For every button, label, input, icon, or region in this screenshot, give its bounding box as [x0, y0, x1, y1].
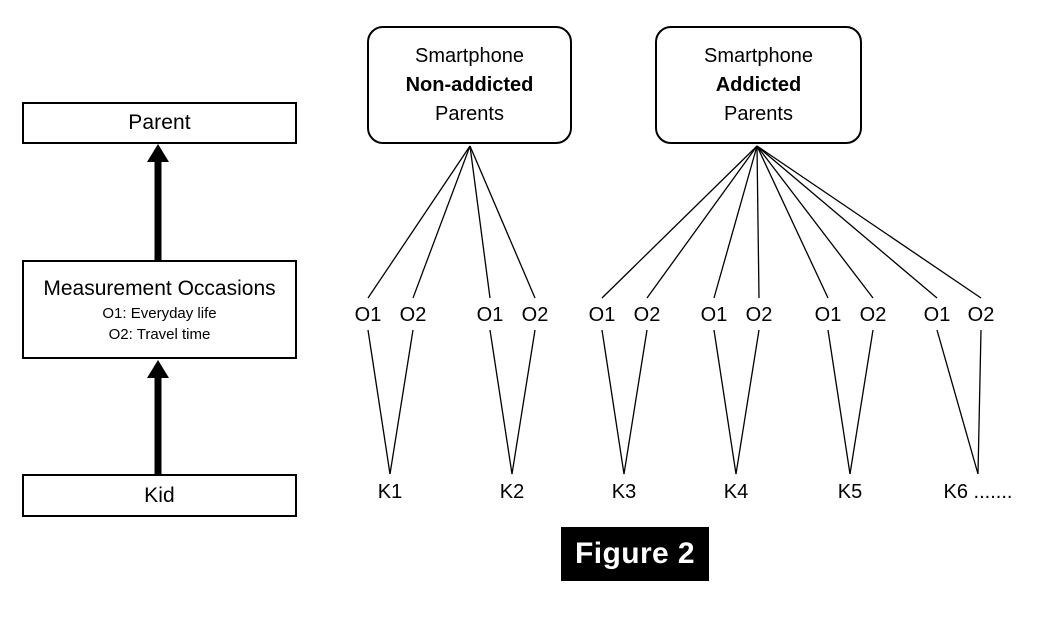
group-box-addicted-parents: Smartphone Addicted Parents: [655, 26, 862, 144]
occasion-label-k5-o2: O2: [859, 304, 887, 326]
link-o1-to-k3: [601, 329, 625, 475]
link-addicted-to-o1-k3: [601, 145, 758, 299]
link-non-addicted-to-o1-k2: [469, 145, 491, 299]
occasion-label-k3-o2: O2: [633, 304, 661, 326]
kid-label-k3: K3: [611, 481, 637, 503]
link-addicted-to-o2-k4: [756, 145, 760, 299]
link-o2-to-k1: [389, 329, 414, 475]
kid-label-k1: K1: [377, 481, 403, 503]
link-non-addicted-to-o2-k2: [469, 145, 536, 299]
kid-label-k2: K2: [499, 481, 525, 503]
legend-box-measurement-occasions: Measurement Occasions O1: Everyday life …: [22, 260, 297, 359]
arrow-up-icon-kid-to-measurement: [147, 360, 169, 474]
occasion-label-k2-o1: O1: [476, 304, 504, 326]
legend-measurement-sub-o2: O2: Travel time: [108, 325, 211, 343]
link-o2-to-k3: [623, 329, 648, 475]
occasion-label-k6-o1: O1: [923, 304, 951, 326]
legend-box-kid: Kid: [22, 474, 297, 517]
group-addicted-line-3: Parents: [724, 102, 793, 125]
occasion-label-k1-o1: O1: [354, 304, 382, 326]
link-o1-to-k2: [489, 329, 513, 475]
kid-label-k6: K6 .......: [943, 481, 1013, 503]
link-addicted-to-o1-k5: [756, 145, 829, 299]
occasion-label-k3-o1: O1: [588, 304, 616, 326]
link-o1-to-k4: [713, 329, 737, 475]
occasion-label-k5-o1: O1: [814, 304, 842, 326]
group-non-addicted-line-3: Parents: [435, 102, 504, 125]
link-o1-to-k5: [827, 329, 851, 475]
link-addicted-to-o1-k4: [713, 145, 758, 299]
group-non-addicted-line-1: Smartphone: [415, 44, 524, 67]
legend-parent-title: Parent: [128, 111, 191, 134]
legend-measurement-sub-o1: O1: Everyday life: [102, 304, 217, 322]
link-non-addicted-to-o2-k1: [412, 145, 471, 299]
link-addicted-to-o2-k3: [646, 145, 758, 299]
figure-caption: Figure 2: [561, 527, 709, 581]
kid-label-k4: K4: [723, 481, 749, 503]
link-addicted-to-o1-k6: [756, 145, 938, 299]
link-o1-to-k1: [367, 329, 391, 475]
occasion-label-k4-o2: O2: [745, 304, 773, 326]
occasion-label-k2-o2: O2: [521, 304, 549, 326]
group-box-non-addicted-parents: Smartphone Non-addicted Parents: [367, 26, 572, 144]
occasion-label-k4-o1: O1: [700, 304, 728, 326]
legend-kid-title: Kid: [144, 483, 175, 507]
occasion-label-k1-o2: O2: [399, 304, 427, 326]
link-addicted-to-o2-k5: [756, 145, 874, 299]
group-addicted-line-2: Addicted: [715, 73, 802, 96]
link-o1-to-k6: [936, 329, 979, 475]
kid-label-k5: K5: [837, 481, 863, 503]
legend-measurement-title: Measurement Occasions: [43, 276, 276, 300]
occasion-label-k6-o2: O2: [967, 304, 995, 326]
link-o2-to-k2: [511, 329, 536, 475]
link-addicted-to-o2-k6: [756, 145, 982, 299]
link-non-addicted-to-o1-k1: [367, 145, 471, 299]
arrow-up-icon-measurement-to-parent: [147, 144, 169, 260]
group-non-addicted-line-2: Non-addicted: [405, 73, 534, 96]
legend-box-parent: Parent: [22, 102, 297, 144]
link-o2-to-k6: [977, 329, 982, 475]
link-o2-to-k5: [849, 329, 874, 475]
group-addicted-line-1: Smartphone: [704, 44, 813, 67]
link-o2-to-k4: [735, 329, 760, 475]
